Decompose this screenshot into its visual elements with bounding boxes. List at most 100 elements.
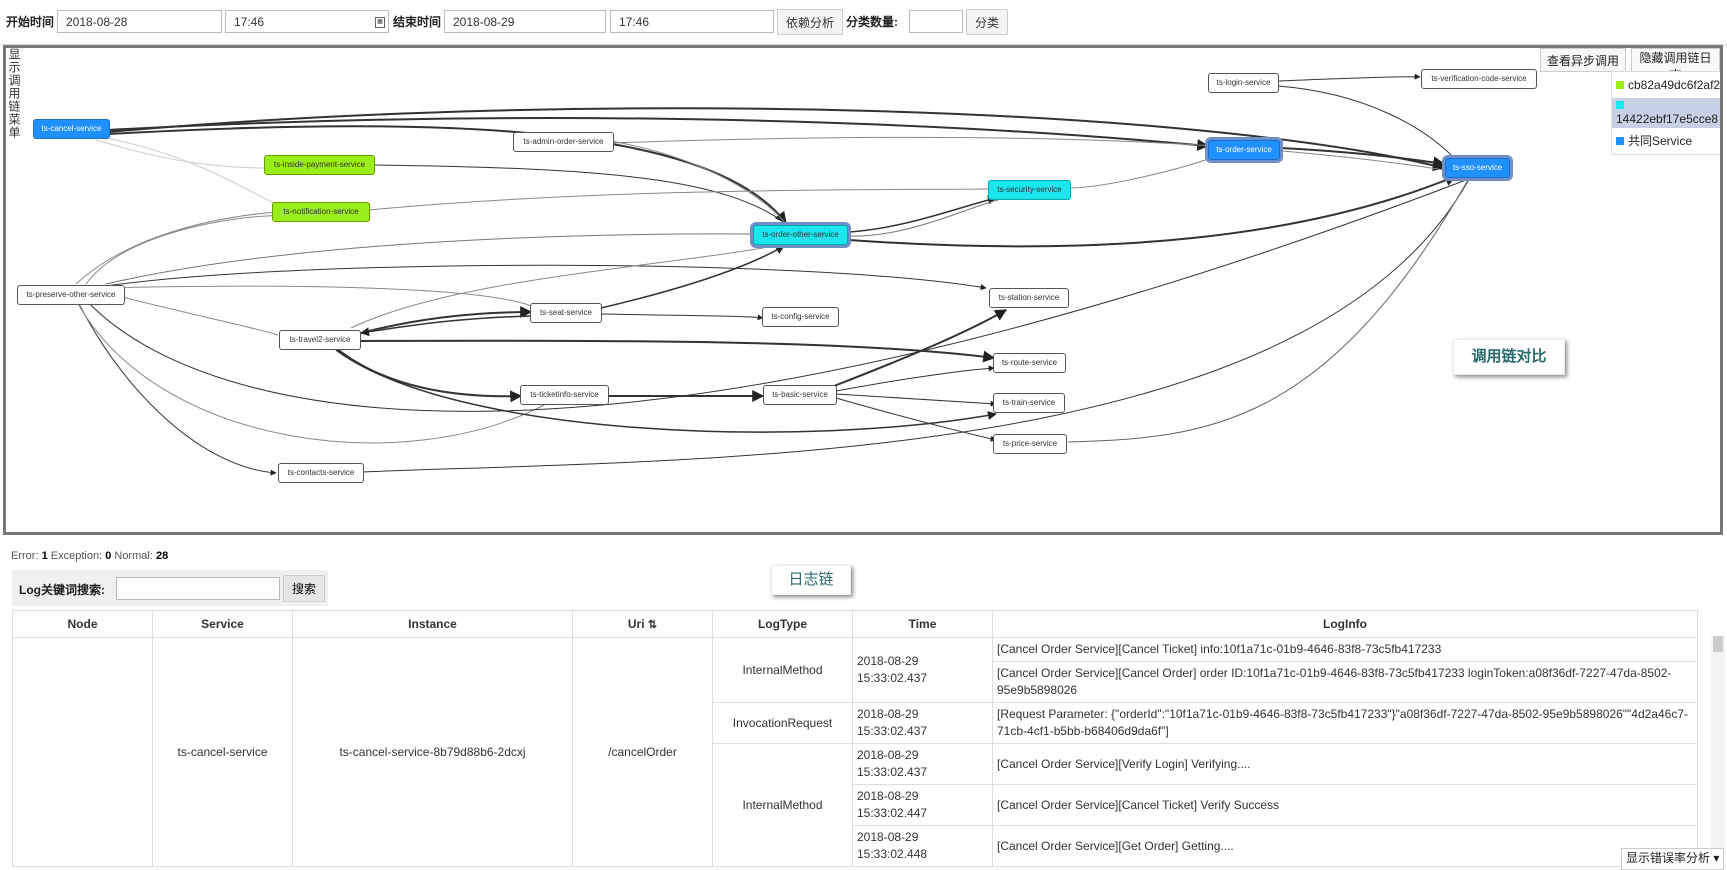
- node-security-service[interactable]: ts-security-service: [988, 180, 1071, 200]
- edge: [107, 117, 1210, 151]
- log-search-bar: Log关键词搜索: 搜索: [12, 570, 328, 606]
- column-header-instance[interactable]: Instance: [292, 610, 573, 638]
- log-scrollbar-thumb[interactable]: [1713, 636, 1723, 652]
- logtype-cell: InternalMethod: [712, 637, 853, 703]
- start-time-input[interactable]: [225, 10, 389, 33]
- legend-swatch: [1616, 81, 1624, 89]
- node-basic-service[interactable]: ts-basic-service: [763, 385, 837, 405]
- legend-swatch: [1616, 101, 1624, 109]
- node-route-service[interactable]: ts-route-service: [993, 353, 1066, 373]
- time-cell: 2018-08-29 15:33:02.448: [852, 825, 993, 867]
- table-row: ts-cancel-service ts-cancel-service-8b79…: [12, 637, 1698, 867]
- legend-item-common[interactable]: 共同Service: [1612, 128, 1720, 154]
- calendar-icon[interactable]: ▦: [375, 17, 385, 28]
- edge: [105, 285, 532, 307]
- node-price-service[interactable]: ts-price-service: [993, 434, 1067, 454]
- edge: [350, 243, 787, 329]
- edge: [600, 245, 785, 309]
- error-rate-analysis-toggle[interactable]: 显示错误率分析 ▾: [1621, 848, 1725, 870]
- dependency-analysis-button[interactable]: 依赖分析: [777, 9, 844, 35]
- node-preserve-other-service[interactable]: ts-preserve-other-service: [17, 285, 125, 305]
- show-call-chain-menu[interactable]: 显示调用链菜单: [7, 48, 21, 139]
- node-contacts-service[interactable]: ts-contacts-service: [278, 463, 364, 483]
- instance-cell: ts-cancel-service-8b79d88b6-2dcxj: [292, 637, 573, 867]
- node-cancel-service[interactable]: ts-cancel-service: [33, 119, 110, 139]
- uri-cell: /cancelOrder: [572, 637, 713, 867]
- column-header-loginfo[interactable]: LogInfo: [992, 610, 1698, 638]
- table-row: 2018-08-29 15:33:02.448 [Cancel Order Se…: [13, 825, 1698, 867]
- edge: [610, 136, 1445, 171]
- column-header-time[interactable]: Time: [852, 610, 993, 638]
- edge: [600, 313, 764, 321]
- column-header-logtype[interactable]: LogType: [712, 610, 853, 638]
- start-time-label: 开始时间: [6, 15, 55, 29]
- time-cell: 2018-08-29 15:33:02.437: [852, 743, 993, 785]
- edge: [360, 306, 533, 334]
- end-time-label: 结束时间: [393, 15, 442, 29]
- log-status-summary: Error: 1 Exception: 0 Normal: 28: [11, 550, 169, 562]
- edge: [360, 339, 996, 363]
- node-login-service[interactable]: ts-login-service: [1208, 73, 1279, 93]
- node-inside-payment-service[interactable]: ts-inside-payment-service: [264, 155, 375, 175]
- category-count-label: 分类数量:: [846, 15, 898, 29]
- chevron-down-icon: ▾: [1713, 851, 1720, 865]
- end-time-input[interactable]: [610, 10, 774, 33]
- service-cell: ts-cancel-service: [152, 637, 293, 867]
- edge: [85, 212, 287, 285]
- node-config-service[interactable]: ts-config-service: [762, 307, 839, 327]
- sort-icon[interactable]: ⇅: [647, 619, 658, 631]
- table-row: 2018-08-29 15:33:02.447 [Cancel Order Se…: [13, 784, 1698, 826]
- edge: [105, 292, 279, 336]
- node-travel2-service[interactable]: ts-travel2-service: [279, 330, 361, 350]
- legend-item-chain-2[interactable]: 14422ebf17e5cce8: [1612, 98, 1720, 128]
- category-count-input[interactable]: [909, 10, 963, 33]
- loginfo-cell: [Cancel Order Service][Get Order] Gettin…: [992, 825, 1698, 867]
- graph-edges: [75, 73, 1469, 476]
- edge: [335, 349, 997, 433]
- start-date-input[interactable]: [57, 10, 222, 33]
- legend-swatch: [1616, 137, 1624, 145]
- legend-item-chain-1[interactable]: cb82a49dc6f2af29: [1612, 72, 1720, 98]
- column-header-uri[interactable]: Uri ⇅: [572, 610, 713, 638]
- edge: [848, 199, 999, 237]
- hide-call-chain-log-button[interactable]: 隐藏调用链日志: [1631, 48, 1720, 82]
- logtype-cell: InternalMethod: [712, 743, 853, 867]
- log-scrollbar[interactable]: [1711, 636, 1725, 868]
- node-verification-code-service[interactable]: ts-verification-code-service: [1421, 69, 1537, 89]
- column-header-node[interactable]: Node: [12, 610, 153, 638]
- edge: [335, 347, 523, 403]
- node-seat-service[interactable]: ts-seat-service: [530, 303, 602, 323]
- node-cell: [12, 637, 153, 867]
- time-cell: 2018-08-29 15:33:02.437: [852, 637, 993, 703]
- toolbar: 开始时间 ▦ 结束时间 依赖分析 分类数量: 分类: [0, 0, 1727, 45]
- column-header-service[interactable]: Service: [152, 610, 293, 638]
- node-ticketinfo-service[interactable]: ts-ticketinfo-service: [520, 385, 609, 405]
- end-date-input[interactable]: [444, 10, 606, 33]
- edge: [95, 139, 267, 169]
- node-sso-service[interactable]: ts-sso-service: [1445, 158, 1510, 178]
- node-order-service[interactable]: ts-order-service: [1208, 140, 1280, 160]
- view-async-calls-button[interactable]: 查看异步调用: [1540, 48, 1627, 72]
- loginfo-cell: [Cancel Order Service][Cancel Ticket] Ve…: [992, 784, 1698, 826]
- edge: [1067, 155, 1217, 189]
- node-order-other-service[interactable]: ts-order-other-service: [753, 225, 848, 245]
- log-chain-label: 日志链: [771, 565, 851, 595]
- edge: [105, 264, 987, 291]
- time-cell: 2018-08-29 15:33:02.437: [852, 702, 993, 744]
- edge: [835, 393, 997, 407]
- call-chain-compare-button[interactable]: 调用链对比: [1453, 339, 1565, 375]
- log-table: Node Service Instance Uri ⇅ LogType Time…: [12, 610, 1698, 867]
- edge: [85, 179, 1467, 412]
- edge: [367, 188, 989, 211]
- node-notification-service[interactable]: ts-notification-service: [272, 202, 370, 222]
- edge: [848, 195, 997, 233]
- node-station-service[interactable]: ts-station-service: [989, 288, 1069, 308]
- log-search-button[interactable]: 搜索: [283, 575, 326, 602]
- log-search-input[interactable]: [116, 577, 280, 600]
- edge: [835, 397, 997, 442]
- loginfo-cell: [Cancel Order Service][Cancel Ticket] in…: [992, 637, 1698, 662]
- classify-button[interactable]: 分类: [966, 9, 1009, 35]
- node-train-service[interactable]: ts-train-service: [993, 393, 1065, 413]
- edge: [1277, 85, 1457, 161]
- node-admin-order-service[interactable]: ts-admin-order-service: [513, 132, 614, 152]
